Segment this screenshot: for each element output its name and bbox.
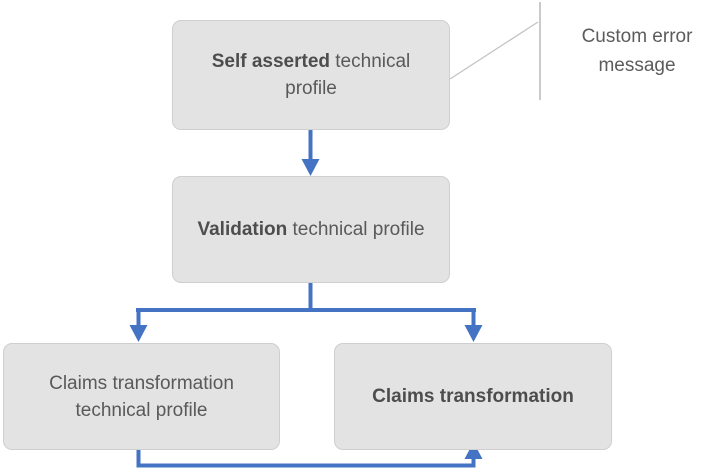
annotation-leader-line bbox=[449, 2, 541, 100]
annotation-line-1: Custom error bbox=[581, 26, 693, 47]
node-label: Claims transformation technical profile bbox=[18, 370, 265, 424]
node-label-regular: technical profile bbox=[285, 51, 411, 99]
node-label-bold: Self asserted bbox=[211, 51, 330, 72]
node-validation-technical-profile[interactable]: Validation technical profile bbox=[172, 176, 450, 283]
edge-claims-tp-to-claims-loop bbox=[136, 442, 483, 468]
node-claims-transformation[interactable]: Claims transformation bbox=[334, 343, 612, 450]
annotation-custom-error-message: Custom error message bbox=[554, 22, 720, 80]
node-label: Self asserted technical profile bbox=[187, 48, 435, 102]
edge-branch-to-claims bbox=[464, 310, 483, 342]
node-claims-transformation-technical-profile[interactable]: Claims transformation technical profile bbox=[3, 343, 280, 450]
edge-validation-branch bbox=[136, 283, 476, 312]
node-label-regular: technical profile bbox=[287, 219, 425, 240]
node-self-asserted-technical-profile[interactable]: Self asserted technical profile bbox=[172, 20, 450, 130]
node-label: Claims transformation bbox=[372, 383, 574, 410]
node-label-bold: Claims transformation bbox=[372, 386, 574, 407]
node-label: Validation technical profile bbox=[197, 216, 424, 243]
node-label-bold: Validation bbox=[197, 219, 288, 240]
annotation-line-2: message bbox=[598, 55, 676, 76]
edge-branch-to-claims-tp bbox=[129, 310, 148, 342]
node-label-regular: Claims transformation technical profile bbox=[49, 372, 234, 421]
edge-self-asserted-to-validation bbox=[301, 130, 320, 176]
